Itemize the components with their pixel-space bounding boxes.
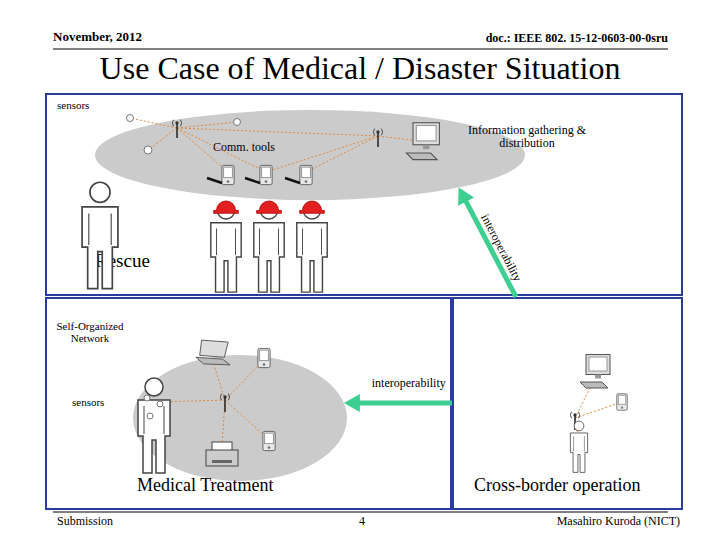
ellipse-fill <box>133 355 347 481</box>
ellipse-note: sensors <box>72 396 104 408</box>
panel-heading: Cross-border operation <box>474 476 640 496</box>
panel-heading: Rescue <box>95 251 150 272</box>
cross-border-scene <box>570 355 627 473</box>
header-date: November, 2012 <box>53 30 142 44</box>
panel-heading: Medical Treatment <box>137 476 273 496</box>
antenna-icon <box>373 129 382 147</box>
sensor-dot <box>144 146 152 154</box>
interoperability-arrow <box>344 394 452 412</box>
antenna-icon <box>172 120 181 138</box>
sensor-dot <box>147 413 153 419</box>
person-figure <box>570 421 587 472</box>
pda-icon <box>258 348 270 367</box>
footer-note: Submission <box>57 515 113 528</box>
wireless-link <box>575 384 622 436</box>
computer-icon <box>580 355 610 389</box>
medical-scene <box>138 340 275 473</box>
network-ellipse: Comm. toolsInformation gathering & distr… <box>95 110 525 200</box>
panel-note: Self-Organized Network <box>50 320 130 344</box>
computer-icon <box>406 123 439 160</box>
sensor-dot <box>127 115 134 122</box>
rescuer-figure <box>297 202 327 292</box>
stylus <box>207 178 300 183</box>
pda-icon <box>617 394 628 411</box>
arrow-head <box>344 394 360 412</box>
network-ellipse: sensorsMedical Treatment <box>133 355 347 481</box>
scenario-panel: sensorsRescueComm. toolsInformation gath… <box>45 93 683 296</box>
rescuer-figure <box>211 202 241 292</box>
footer-rule <box>53 512 668 513</box>
ellipse-fill <box>95 110 525 200</box>
ellipse-note: Information gathering & distribution <box>461 124 593 150</box>
wireless-link <box>160 360 269 446</box>
node-note: sensors <box>57 99 89 111</box>
sensor-dot <box>144 395 150 401</box>
medical-device <box>206 442 238 466</box>
arrow-head <box>458 187 474 205</box>
author-name: Masahiro Kuroda (NICT) <box>520 515 680 528</box>
scenario-panel: Cross-border operation <box>452 297 683 510</box>
rescuer-helmet <box>300 201 325 213</box>
scenario-panel: Self-Organized NetworksensorsMedical Tre… <box>45 297 452 510</box>
page-number: 4 <box>352 515 372 528</box>
ellipse-outline <box>95 110 525 200</box>
antenna-icon <box>220 394 229 412</box>
interoperability-arrow <box>458 187 516 297</box>
pda-icon <box>300 165 312 184</box>
laptop-icon <box>196 340 230 365</box>
pda-icon <box>263 431 275 450</box>
rescuer-figure <box>254 202 284 292</box>
edge-label: interoperability <box>372 377 446 390</box>
sensor-dot <box>234 119 241 126</box>
ellipse-note: Comm. tools <box>213 141 275 154</box>
rescuer-helmet <box>257 201 282 213</box>
arrow-shaft <box>358 400 452 405</box>
person-figure <box>82 182 118 288</box>
sensor-dot <box>157 401 163 407</box>
antenna-icon <box>570 412 579 430</box>
top-scene <box>82 115 439 293</box>
patient-figure <box>138 378 170 473</box>
pda-icon <box>260 165 272 184</box>
header-rule <box>53 49 668 50</box>
doc-number: doc.: IEEE 802. 15-12-0603-00-0sru <box>400 32 668 45</box>
rescuer-helmet <box>214 201 239 213</box>
slide-title: Use Case of Medical / Disaster Situation <box>0 51 720 86</box>
edge-label: interoperability <box>478 212 524 284</box>
wireless-links <box>130 118 622 446</box>
pda-icon <box>222 165 234 184</box>
wireless-link <box>130 118 412 172</box>
ellipse-outline <box>133 355 347 481</box>
